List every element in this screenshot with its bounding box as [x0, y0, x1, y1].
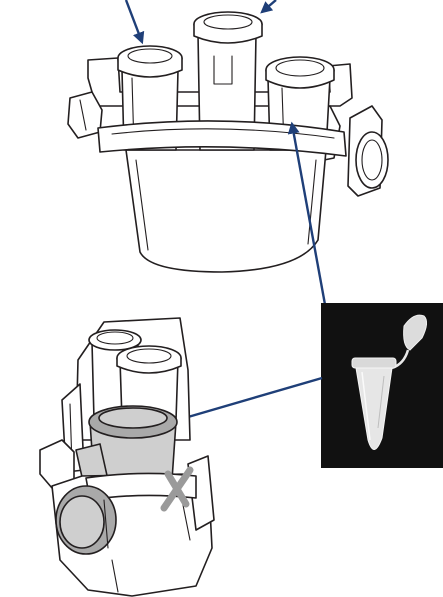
tube-lid: [403, 314, 428, 351]
top-adapter-right-knob: [355, 131, 389, 189]
bottom-adapter-knob: [59, 495, 105, 549]
bottom-adapter: [39, 317, 215, 597]
arrow-from-photo-to-top-tube: [287, 121, 328, 311]
arrow-to-left-tube: [124, 0, 145, 45]
arrow-from-photo-to-bottom-tube: [161, 376, 323, 428]
top-adapter-bucket-body: [125, 149, 327, 273]
arrow-to-middle-tube: [260, 0, 277, 14]
top-bucket-adapter: [67, 11, 389, 273]
microcentrifuge-tube-photo: [321, 303, 443, 468]
bottom-adapter-right-tab: [187, 455, 215, 531]
x-mark: [160, 466, 194, 512]
